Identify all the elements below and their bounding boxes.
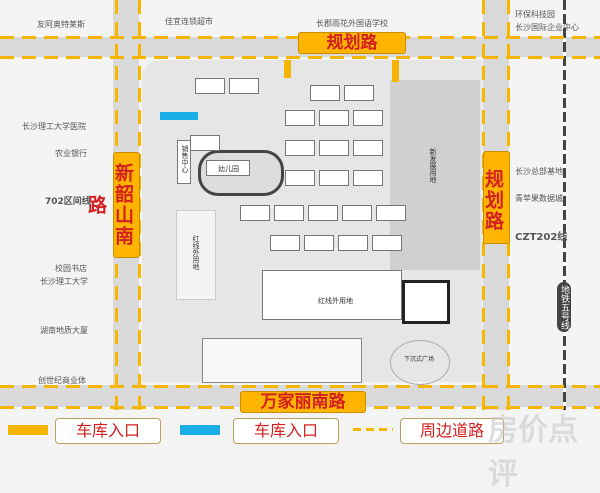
legend-dash-icon — [353, 428, 393, 431]
outside-land-1-label: 红线外用地 — [192, 235, 200, 270]
watermark: 房价点评 — [488, 413, 578, 492]
kindergarten-label: 幼儿园 — [218, 165, 239, 173]
residential-building — [342, 205, 372, 221]
poi-label: CZT202线 — [515, 232, 568, 243]
poi-label: 长沙理工大学 — [40, 277, 88, 286]
poi-label: 校园书店 — [55, 264, 87, 273]
outside-land-2 — [262, 270, 402, 320]
outside-land-1 — [176, 210, 216, 300]
legend-blue-arrow-icon — [180, 425, 220, 435]
top-road-label: 规划路 — [298, 32, 406, 54]
garage-entrance-arrow-blue — [160, 112, 198, 120]
left-road-label: 新韶山南路 — [85, 152, 140, 258]
legend-item-orange: 车库入口 — [55, 418, 161, 444]
bottom-road-label: 万家丽南路 — [240, 391, 366, 413]
legend-item-blue: 车库入口 — [233, 418, 339, 444]
outside-land-2-label: 红线外用地 — [318, 297, 353, 305]
legend-item-roads: 周边道路 — [400, 418, 504, 444]
residential-building — [319, 140, 349, 156]
new-dev-label: 新发展用地 — [429, 148, 437, 183]
residential-building — [308, 205, 338, 221]
residential-building — [190, 135, 220, 151]
residential-building — [353, 110, 383, 126]
residential-building — [270, 235, 300, 251]
kindergarten — [206, 160, 250, 176]
residential-building — [304, 235, 334, 251]
poi-label: 创世纪商业体 — [38, 376, 86, 385]
poi-label: 佳宜连锁超市 — [165, 17, 213, 26]
residential-building — [285, 110, 315, 126]
outside-land-2-dark — [402, 280, 450, 324]
residential-building — [353, 170, 383, 186]
new-dev-area — [390, 80, 480, 270]
bottom-road-dash — [0, 385, 600, 388]
residential-building — [372, 235, 402, 251]
residential-building — [319, 170, 349, 186]
residential-building — [344, 85, 374, 101]
residential-building — [319, 110, 349, 126]
sunken-plaza — [390, 340, 450, 385]
residential-building — [310, 85, 340, 101]
residential-building — [376, 205, 406, 221]
poi-label: 友阿奥特莱斯 — [37, 20, 85, 29]
residential-building — [285, 170, 315, 186]
poi-label: 长郡雨花外国语学校 — [316, 19, 388, 28]
sales-center — [177, 140, 191, 184]
residential-building — [338, 235, 368, 251]
residential-building — [353, 140, 383, 156]
poi-label: 长沙国际企业中心 — [515, 23, 579, 32]
residential-building — [229, 78, 259, 94]
poi-label: 702区间线 — [45, 197, 91, 207]
poi-label: 农业银行 — [55, 149, 87, 158]
residential-building — [195, 78, 225, 94]
lower-buildings — [202, 338, 362, 383]
poi-label: 长沙总部基地 — [515, 167, 563, 176]
right-road-label: 规划路 — [482, 151, 510, 244]
garage-entrance-arrow-orange — [392, 60, 399, 82]
legend-orange-arrow-icon — [8, 425, 48, 435]
metro-line — [563, 0, 566, 410]
sales-center-label: 销售中心 — [181, 145, 189, 173]
top-road-dash — [0, 56, 600, 59]
poi-label: 湖南地质大厦 — [40, 326, 88, 335]
garage-entrance-arrow-orange — [284, 60, 291, 78]
residential-building — [240, 205, 270, 221]
residential-building — [274, 205, 304, 221]
poi-label: 青苹果数据城 — [515, 194, 563, 203]
poi-label: 长沙理工大学医院 — [22, 122, 86, 131]
residential-building — [285, 140, 315, 156]
metro-label: 地铁五号线 — [557, 282, 571, 332]
poi-label: 环保科技园 — [515, 10, 555, 19]
sunken-plaza-label: 下沉式广场 — [404, 356, 435, 363]
